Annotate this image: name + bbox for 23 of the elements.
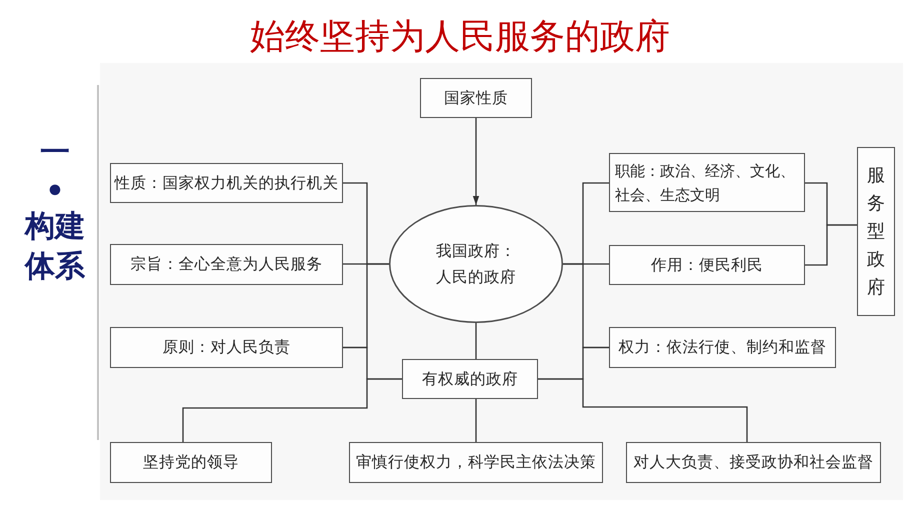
concept-box: 职能：政治、经济、文化、社会、生态文明 (609, 153, 805, 212)
section-number: 一• (39, 134, 71, 210)
concept-box: 宗旨：全心全意为人民服务 (110, 244, 343, 285)
arrow (472, 118, 480, 205)
connector-line (182, 378, 402, 442)
concept-box: 有权威的政府 (402, 359, 538, 399)
concept-box: 作用：便民利民 (609, 245, 805, 285)
concept-box: 坚持党的领导 (110, 442, 272, 483)
concept-box: 国家性质 (420, 78, 532, 118)
concept-ellipse: 我国政府：人民的政府 (389, 205, 563, 323)
concept-box: 权力：依法行使、制约和监督 (609, 327, 836, 368)
concept-box: 性质：国家权力机关的执行机关 (110, 163, 343, 203)
slide-title: 始终坚持为人民服务的政府 (250, 16, 670, 58)
vertical-text-box: 服务型政府 (857, 147, 895, 316)
connector-line (805, 224, 857, 266)
concept-box: 审慎行使权力，科学民主依法决策 (349, 442, 603, 483)
section-heading: 构建体系 (24, 208, 86, 286)
concept-box: 原则：对人民负责 (110, 327, 343, 368)
connector-line (563, 263, 609, 348)
concept-box: 对人大负责、接受政协和社会监督 (626, 442, 881, 483)
connector-line (475, 323, 477, 359)
connector-line (475, 399, 477, 442)
connector-line (538, 378, 748, 442)
